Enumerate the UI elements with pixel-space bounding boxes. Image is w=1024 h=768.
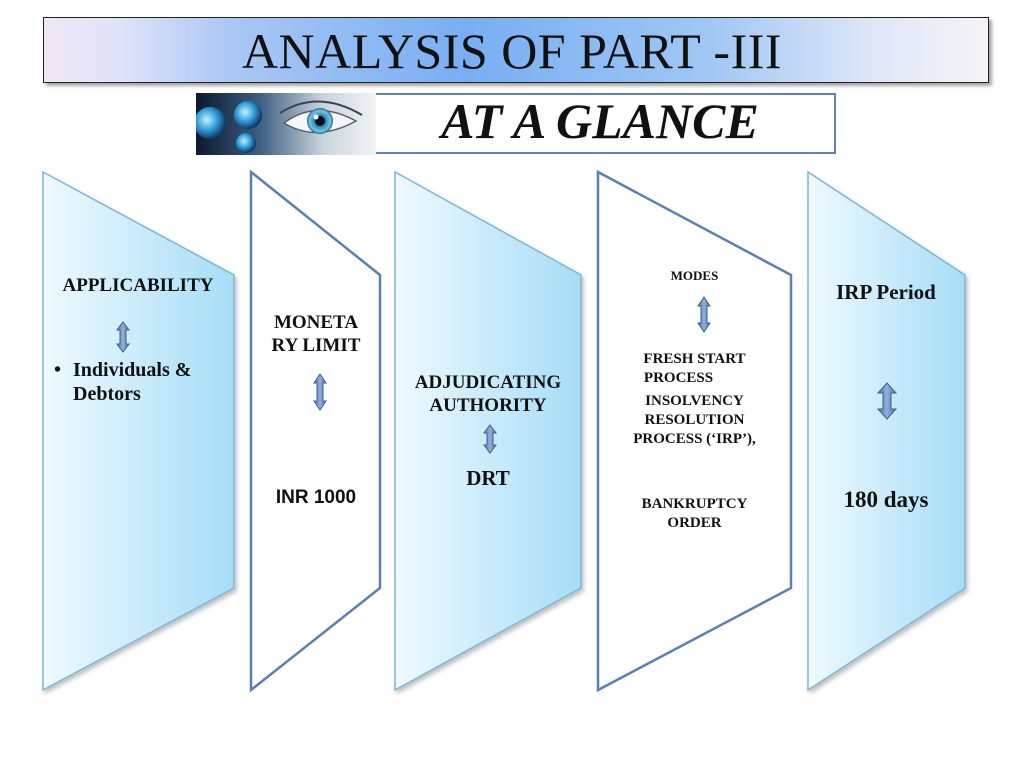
double-arrow-icon [483, 424, 497, 454]
panel-irp-period [807, 170, 966, 692]
panel-monetary-limit [249, 169, 382, 693]
double-arrow-icon [876, 382, 898, 420]
page-title: ANALYSIS OF PART -III [241, 23, 783, 79]
monetary-value: INR 1000 [275, 487, 357, 508]
eye-globe-image [196, 93, 376, 155]
panel-applicability [42, 170, 235, 692]
double-arrow-icon [697, 296, 711, 333]
applicability-bullet-text: Individuals & Debtors [73, 359, 192, 405]
modes-item2-line1: INSOLVENCY [645, 393, 744, 409]
adjudicating-value: DRT [466, 466, 510, 490]
adjudicating-heading-line2: AUTHORITY [429, 395, 547, 416]
panel-modes [596, 169, 793, 693]
double-arrow-icon [116, 321, 130, 353]
bullet-icon: • [54, 359, 62, 381]
modes-item1-line2: PROCESS [643, 370, 714, 386]
title-banner [43, 17, 989, 83]
monetary-heading-line1: MONETA [273, 312, 359, 333]
double-arrow-icon [313, 373, 327, 411]
modes-item2-line2: RESOLUTION [644, 412, 745, 428]
irp-value: 180 days [843, 487, 929, 512]
modes-item2-line3: PROCESS (‘IRP’), [633, 431, 756, 447]
monetary-heading-line2: RY LIMIT [271, 335, 361, 356]
modes-item3-line1: BANKRUPTCY [641, 496, 748, 512]
modes-item1-line1: FRESH START [643, 351, 746, 367]
adjudicating-heading-line1: ADJUDICATING [414, 372, 562, 393]
modes-item3-line2: ORDER [667, 515, 722, 531]
applicability-heading: APPLICABILITY [62, 275, 214, 296]
modes-heading: MODES [670, 268, 719, 283]
page-subtitle: AT A GLANCE [441, 93, 759, 149]
irp-heading: IRP Period [836, 280, 936, 304]
